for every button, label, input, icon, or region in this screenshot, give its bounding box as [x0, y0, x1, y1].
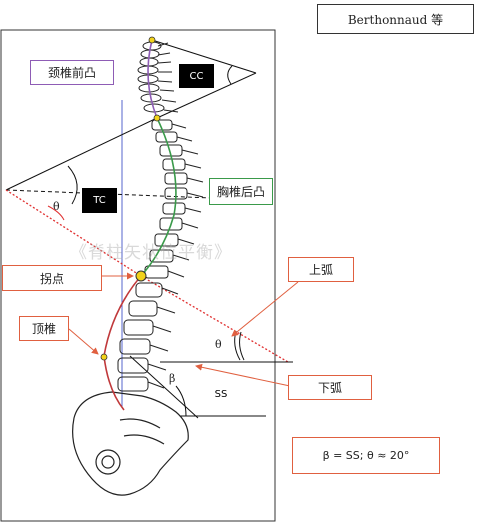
sacral-line	[129, 355, 199, 419]
apex-arrow	[68, 328, 99, 355]
watermark: 《脊柱矢状位平衡》	[70, 243, 232, 263]
cc-angle-arc	[227, 65, 233, 85]
label-upper-arc: 上弧	[288, 257, 354, 282]
label-lower-arc: 下弧	[288, 375, 372, 400]
tag-tc: TC	[82, 188, 117, 213]
beta-symbol: β	[169, 372, 176, 385]
cervical-curve	[147, 39, 158, 119]
theta-left-arc	[47, 205, 65, 221]
apex-marker	[100, 353, 108, 361]
theta-right-arc2	[239, 331, 245, 361]
pelvis-outline	[72, 391, 189, 496]
cervical-vertebrae	[137, 41, 179, 113]
lower-arc-arrow	[195, 363, 291, 387]
tag-ss: SS	[206, 382, 236, 406]
theta-left-symbol: θ	[53, 200, 60, 213]
source-title: Berthonnaud 等	[317, 4, 474, 34]
tc-line-mid	[5, 189, 213, 199]
tc-line-upper	[5, 117, 158, 191]
formula-box: β = SS; θ ≈ 20°	[292, 437, 440, 474]
tc-angle-arc	[67, 165, 78, 205]
cc-line-upper	[151, 39, 257, 74]
inflection-marker	[135, 270, 147, 282]
label-thoracic-kyphosis: 胸椎后凸	[209, 178, 273, 205]
label-inflection-point: 拐点	[2, 265, 102, 291]
inflection-line-right	[140, 275, 289, 363]
tag-cc: CC	[179, 64, 214, 88]
inflection-line-left	[5, 189, 142, 277]
theta-right-symbol: θ	[215, 338, 222, 351]
label-cervical-lordosis: 颈椎前凸	[30, 60, 114, 85]
lumbar-vertebrae	[117, 282, 179, 392]
thoracic-curve	[140, 117, 177, 277]
t1-marker	[153, 114, 161, 122]
beta-arc	[175, 385, 187, 417]
upper-arc-arrow	[231, 281, 299, 337]
c2-marker	[148, 36, 156, 44]
label-apex: 顶椎	[19, 316, 69, 341]
figure-frame	[0, 29, 276, 522]
cc-line-lower	[156, 72, 257, 119]
